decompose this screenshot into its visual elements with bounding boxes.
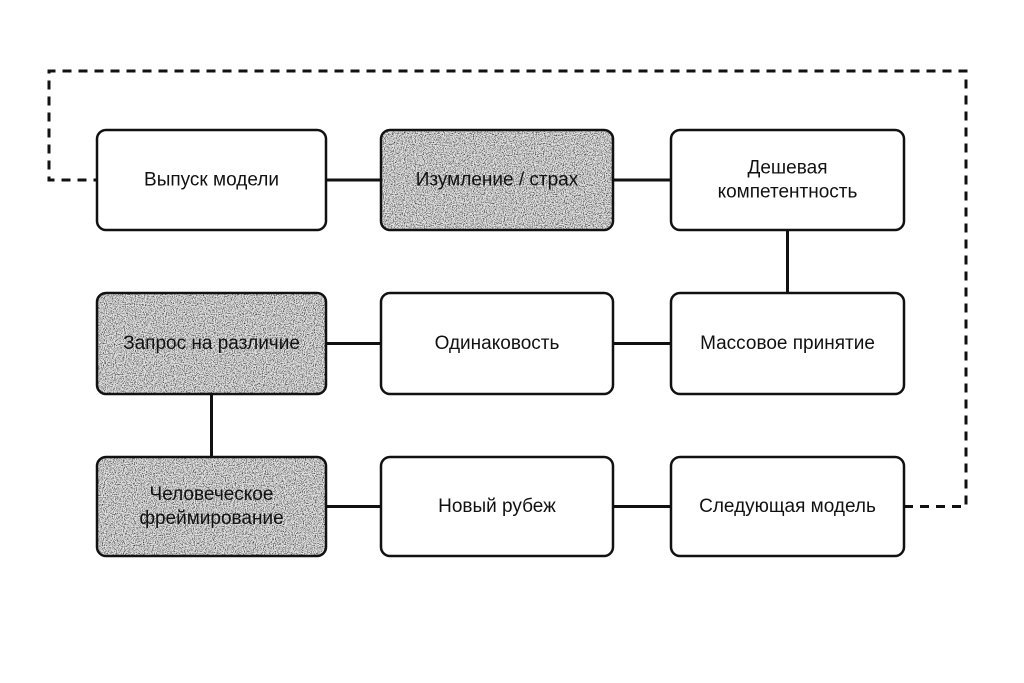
- node-border-new-frontier: [379, 455, 615, 558]
- node-border-model-release: [95, 128, 328, 232]
- node-border-demand-difference: [95, 291, 328, 396]
- node-box-sameness: [381, 293, 613, 394]
- node-label-new-frontier: Новый рубеж: [438, 496, 556, 517]
- node-border-mass-adoption: [669, 291, 906, 396]
- node-label-cheap-competence: Дешевая: [748, 158, 828, 179]
- node-box-model-release: [97, 130, 326, 230]
- node-box-new-frontier: [381, 457, 613, 556]
- node-amazement-fear: Изумление / страх: [379, 128, 615, 232]
- node-box-next-model: [671, 457, 904, 556]
- node-label-amazement-fear: Изумление / страх: [416, 170, 579, 191]
- node-texture-human-framing: [97, 457, 326, 556]
- node-texture-amazement-fear: [381, 130, 613, 230]
- node-demand-difference: Запрос на различие: [95, 291, 328, 396]
- node-cheap-competence: Дешевая компетентность: [669, 128, 906, 232]
- node-sameness: Одинаковость: [379, 291, 615, 396]
- node-box-mass-adoption: [671, 293, 904, 394]
- node-label-mass-adoption: Массовое принятие: [700, 333, 875, 354]
- node-border-next-model: [669, 455, 906, 558]
- node-label-human-framing: Человеческое: [150, 484, 274, 505]
- node-border-human-framing: [95, 455, 328, 558]
- node-texture-demand-difference: [97, 293, 326, 394]
- node-label-cheap-competence: компетентность: [718, 182, 858, 203]
- node-label-human-framing: фреймирование: [139, 508, 283, 529]
- node-model-release: Выпуск модели: [95, 128, 328, 232]
- node-label-next-model: Следующая модель: [699, 496, 876, 517]
- node-mass-adoption: Массовое принятие: [669, 291, 906, 396]
- node-label-sameness: Одинаковость: [435, 333, 560, 354]
- nodes-layer: Выпуск модели Изумление / страх Дешевая ком…: [95, 128, 906, 558]
- node-border-amazement-fear: [379, 128, 615, 232]
- node-next-model: Следующая модель: [669, 455, 906, 558]
- node-border-cheap-competence: [669, 128, 906, 232]
- node-new-frontier: Новый рубеж: [379, 455, 615, 558]
- node-label-model-release: Выпуск модели: [144, 170, 279, 191]
- edges-layer: [47, 69, 968, 508]
- node-label-demand-difference: Запрос на различие: [123, 333, 300, 354]
- edge-next-model-to-model-release: [47, 69, 968, 508]
- node-box-cheap-competence: [671, 130, 904, 230]
- node-border-sameness: [379, 291, 615, 396]
- node-human-framing: Человеческое фреймирование: [95, 455, 328, 558]
